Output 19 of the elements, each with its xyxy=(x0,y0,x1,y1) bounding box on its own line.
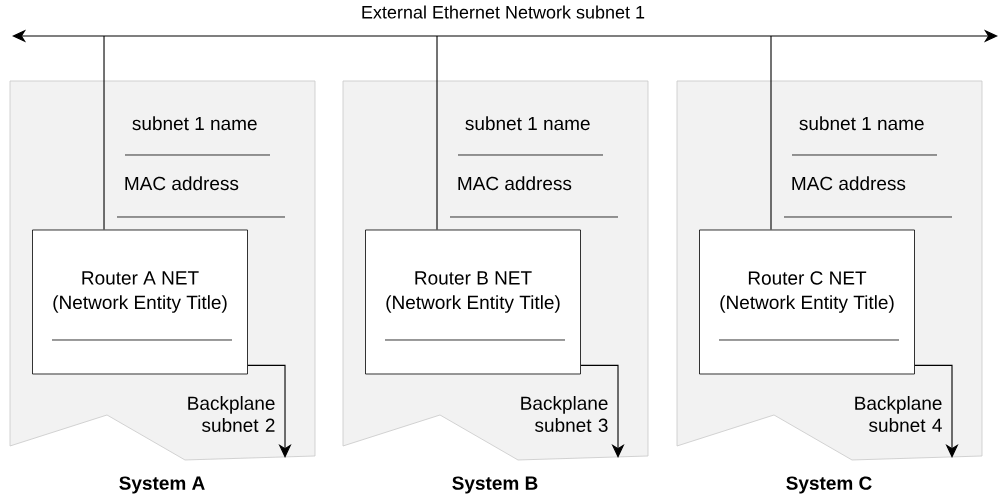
arrow xyxy=(247,364,292,458)
field-label: MAC address xyxy=(125,176,239,191)
field-label: subnet 1 name xyxy=(799,116,924,131)
field-label: MAC address xyxy=(792,176,906,191)
router-box: Router B NET (Network Entity Title) xyxy=(365,229,581,375)
system-label: System A xyxy=(119,476,205,494)
field-label: subnet 1 name xyxy=(465,116,590,131)
edge-label: Backplane subnet 3 xyxy=(521,396,608,432)
router-box: Router C NET (Network Entity Title) xyxy=(699,229,915,375)
field-label: MAC address xyxy=(458,176,572,191)
arrow xyxy=(580,364,625,458)
field-label: subnet 1 name xyxy=(132,116,257,131)
router-box: Router A NET (Network Entity Title) xyxy=(32,229,248,375)
network-label: External Ethernet Network subnet 1 xyxy=(362,5,645,19)
edge-label: Backplane subnet 2 xyxy=(188,396,275,432)
arrow xyxy=(914,364,959,458)
edge-label: Backplane subnet 4 xyxy=(855,396,942,432)
system-label: System C xyxy=(786,476,872,494)
system-label: System B xyxy=(452,476,538,494)
